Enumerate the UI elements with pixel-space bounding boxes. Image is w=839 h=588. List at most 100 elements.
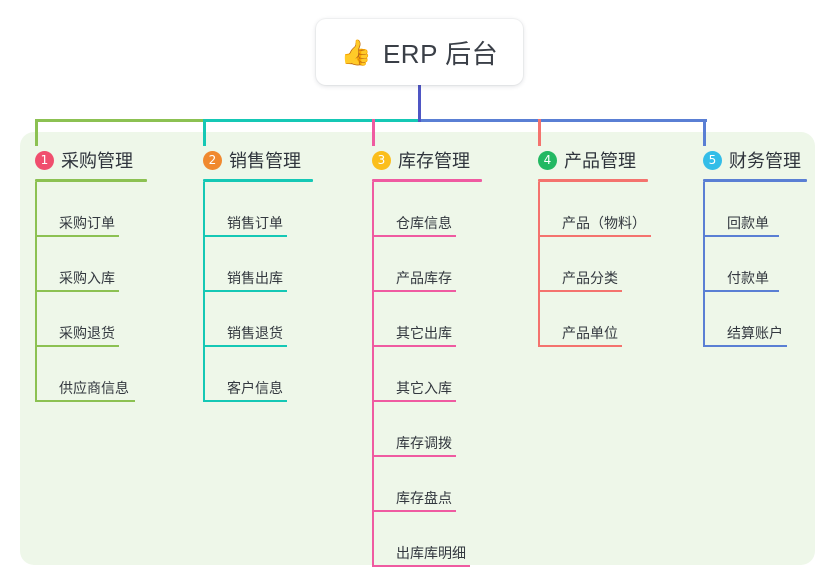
root-node[interactable]: 👍 ERP 后台: [316, 19, 523, 85]
leaf-item-label: 采购退货: [59, 325, 115, 341]
branch-underline-1: [35, 179, 147, 182]
leaf-item[interactable]: 其它出库: [372, 292, 482, 347]
bus-segment-2: [204, 119, 421, 122]
bus-segment-3: [418, 119, 707, 122]
leaf-item-label: 产品（物料）: [562, 215, 646, 231]
branch-drop-line-1: [35, 119, 38, 146]
leaf-item[interactable]: 库存调拨: [372, 402, 482, 457]
leaf-item-underline: [538, 345, 622, 347]
leaf-item[interactable]: 产品库存: [372, 237, 482, 292]
branch-header-5[interactable]: 5 财务管理: [703, 147, 807, 173]
branch-underline-5: [703, 179, 807, 182]
branch-drop-line-5: [703, 119, 706, 146]
leaf-item-label: 供应商信息: [59, 380, 129, 396]
leaf-item-underline: [703, 235, 779, 237]
leaf-item-underline: [372, 235, 456, 237]
leaf-item-underline: [538, 235, 651, 237]
branch-leaf-list-2: 销售订单销售出库销售退货客户信息: [203, 182, 313, 402]
leaf-item[interactable]: 库存盘点: [372, 457, 482, 512]
leaf-item-underline: [703, 345, 787, 347]
leaf-item-underline: [35, 290, 119, 292]
leaf-item-underline: [203, 235, 287, 237]
branch-number-badge-5: 5: [703, 150, 722, 170]
branch-underline-4: [538, 179, 648, 182]
leaf-item[interactable]: 销售订单: [203, 182, 313, 237]
leaf-item-underline: [203, 290, 287, 292]
leaf-item[interactable]: 销售退货: [203, 292, 313, 347]
branch-leaf-list-4: 产品（物料） 产品分类产品单位: [538, 182, 651, 347]
leaf-item[interactable]: 客户信息: [203, 347, 313, 402]
leaf-item[interactable]: 采购退货: [35, 292, 147, 347]
branch-title-4: 产品管理: [564, 151, 636, 171]
leaf-item[interactable]: 回款单: [703, 182, 807, 237]
leaf-item[interactable]: 销售出库: [203, 237, 313, 292]
leaf-item-label: 仓库信息: [396, 215, 452, 231]
leaf-item-underline: [35, 235, 119, 237]
branch-spine-4: [538, 182, 540, 347]
leaf-item-underline: [372, 455, 456, 457]
leaf-item-underline: [372, 290, 456, 292]
branch-leaf-list-5: 回款单付款单结算账户: [703, 182, 807, 347]
root-node-label: ERP 后台: [382, 38, 499, 69]
leaf-item[interactable]: 付款单: [703, 237, 807, 292]
leaf-item-label: 其它出库: [396, 325, 452, 341]
leaf-item-label: 产品分类: [562, 270, 618, 286]
branch-column-5: 5 财务管理回款单付款单结算账户: [703, 147, 807, 347]
leaf-item-label: 产品库存: [396, 270, 452, 286]
branch-spine-3: [372, 182, 374, 567]
leaf-item-underline: [372, 510, 456, 512]
branch-leaf-list-1: 采购订单采购入库采购退货供应商信息: [35, 182, 147, 402]
leaf-item-label: 付款单: [727, 270, 769, 286]
leaf-item-label: 其它入库: [396, 380, 452, 396]
leaf-item-underline: [372, 345, 456, 347]
leaf-item-underline: [703, 290, 779, 292]
leaf-item-underline: [203, 400, 287, 402]
leaf-item[interactable]: 采购入库: [35, 237, 147, 292]
leaf-item-label: 销售订单: [227, 215, 283, 231]
branch-title-5: 财务管理: [729, 151, 801, 171]
leaf-item-label: 库存盘点: [396, 490, 452, 506]
leaf-item-label: 采购订单: [59, 215, 115, 231]
bus-segment-1: [36, 119, 206, 122]
leaf-item-underline: [372, 400, 456, 402]
branch-leaf-list-3: 仓库信息产品库存其它出库其它入库库存调拨库存盘点出库库明细: [372, 182, 482, 567]
branch-title-2: 销售管理: [229, 151, 301, 171]
leaf-item-label: 回款单: [727, 215, 769, 231]
branch-underline-2: [203, 179, 313, 182]
branch-underline-3: [372, 179, 482, 182]
leaf-item[interactable]: 仓库信息: [372, 182, 482, 237]
branch-title-1: 采购管理: [61, 151, 133, 171]
leaf-item-underline: [538, 290, 622, 292]
branch-number-badge-1: 1: [35, 150, 54, 170]
thumbs-up-icon: 👍: [340, 37, 372, 67]
leaf-item-label: 产品单位: [562, 325, 618, 341]
leaf-item[interactable]: 其它入库: [372, 347, 482, 402]
leaf-item[interactable]: 产品单位: [538, 292, 648, 347]
leaf-item[interactable]: 产品（物料）: [538, 182, 651, 237]
leaf-item[interactable]: 结算账户: [703, 292, 807, 347]
branch-header-1[interactable]: 1 采购管理: [35, 147, 147, 173]
branch-drop-line-4: [538, 119, 541, 146]
leaf-item-label: 采购入库: [59, 270, 115, 286]
leaf-item-label: 出库库明细: [396, 545, 466, 561]
leaf-item[interactable]: 产品分类: [538, 237, 648, 292]
branch-spine-1: [35, 182, 37, 402]
branch-spine-5: [703, 182, 705, 347]
leaf-item[interactable]: 采购订单: [35, 182, 147, 237]
root-stem-line: [418, 85, 421, 122]
leaf-item-underline: [35, 345, 119, 347]
leaf-item[interactable]: 出库库明细: [372, 512, 482, 567]
leaf-item-label: 客户信息: [227, 380, 283, 396]
leaf-item-label: 销售退货: [227, 325, 283, 341]
branch-number-badge-3: 3: [372, 150, 391, 170]
leaf-item[interactable]: 供应商信息: [35, 347, 147, 402]
branch-drop-line-3: [372, 119, 375, 146]
leaf-item-underline: [203, 345, 287, 347]
